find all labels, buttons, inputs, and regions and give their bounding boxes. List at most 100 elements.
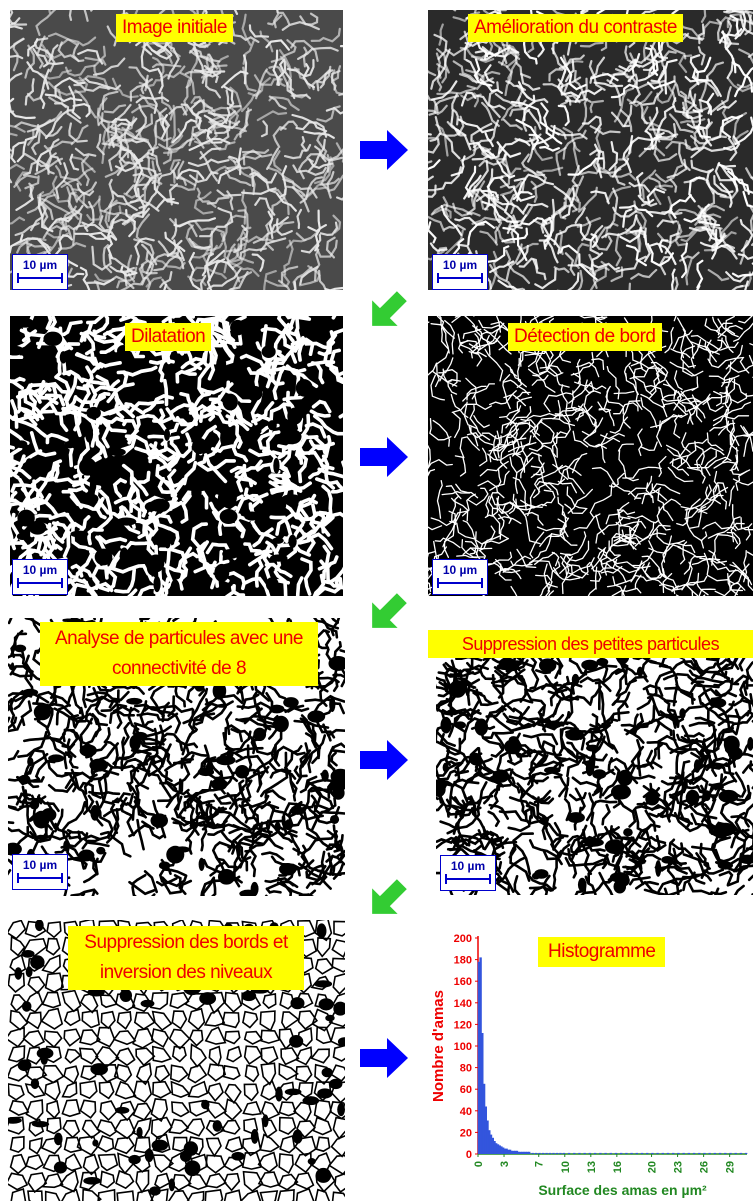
histogram-bar bbox=[661, 1152, 664, 1154]
scale-bar: 10 µm bbox=[12, 254, 68, 290]
panel-label: Suppression des bords et inversion des n… bbox=[68, 926, 304, 990]
histogram-bar bbox=[703, 1152, 706, 1154]
histogram-bar bbox=[620, 1152, 623, 1154]
y-tick-label: 60 bbox=[460, 1084, 472, 1096]
y-tick-label: 140 bbox=[454, 998, 472, 1010]
histogram-bar bbox=[545, 1152, 548, 1154]
y-tick-label: 80 bbox=[460, 1063, 472, 1075]
histogram-bar bbox=[489, 1134, 493, 1154]
histogram-bar bbox=[604, 1152, 607, 1154]
panel-initial-image: Image initiale 10 µm bbox=[10, 10, 343, 290]
histogram-bar bbox=[519, 1151, 522, 1154]
scale-bar: 10 µm bbox=[440, 855, 496, 891]
histogram-bar bbox=[484, 1106, 487, 1154]
histogram-bar bbox=[630, 1152, 633, 1154]
histogram-bar bbox=[508, 1149, 512, 1154]
histogram-bar bbox=[562, 1152, 566, 1154]
sem-texture bbox=[10, 10, 343, 290]
histogram-bar bbox=[609, 1152, 612, 1154]
histogram-bar bbox=[503, 1148, 507, 1154]
histogram-bar bbox=[656, 1152, 659, 1154]
histogram-bar bbox=[488, 1130, 491, 1154]
histogram-bar bbox=[552, 1152, 555, 1154]
histogram-bar bbox=[500, 1146, 503, 1154]
histogram-bar bbox=[531, 1152, 534, 1154]
panel-label: Détection de bord bbox=[508, 323, 662, 351]
histogram-bar bbox=[651, 1152, 654, 1154]
scale-bar: 10 µm bbox=[432, 559, 488, 595]
y-tick-label: 160 bbox=[454, 976, 472, 988]
x-tick-label: 7 bbox=[534, 1161, 546, 1167]
histogram-bar bbox=[583, 1152, 586, 1154]
y-tick-label: 180 bbox=[454, 955, 472, 967]
x-tick-label: 16 bbox=[612, 1161, 624, 1173]
y-tick-label: 40 bbox=[460, 1106, 472, 1118]
x-tick-label: 3 bbox=[499, 1161, 511, 1167]
histogram-bar bbox=[479, 957, 482, 1154]
panel-edge-detection: Détection de bord 10 µm bbox=[428, 316, 753, 596]
histogram-bar bbox=[666, 1152, 670, 1154]
histogram-bar bbox=[625, 1152, 628, 1154]
histogram-bar bbox=[496, 1144, 500, 1154]
histogram-bar bbox=[493, 1141, 496, 1154]
histogram-bar bbox=[541, 1152, 545, 1154]
panel-border-removal-inversion: Suppression des bords et inversion des n… bbox=[8, 920, 345, 1201]
y-tick-label: 120 bbox=[454, 1019, 472, 1031]
y-axis-title: Nombre d'amas bbox=[430, 990, 447, 1102]
histogram-bar bbox=[526, 1151, 529, 1154]
right-arrow-icon bbox=[360, 740, 408, 780]
histogram-bar bbox=[677, 1152, 680, 1154]
histogram-bar bbox=[739, 1152, 743, 1154]
panel-particle-analysis: Analyse de particules avec une connectiv… bbox=[8, 618, 345, 896]
histogram-bar bbox=[724, 1152, 727, 1154]
histogram-bar bbox=[744, 1152, 748, 1154]
x-tick-label: 10 bbox=[560, 1161, 572, 1173]
histogram-bar bbox=[614, 1152, 618, 1154]
histogram-bar bbox=[521, 1151, 524, 1154]
histogram-bar bbox=[635, 1152, 638, 1154]
histogram-bar bbox=[505, 1148, 508, 1154]
histogram-bar bbox=[482, 1083, 486, 1154]
histogram-bar bbox=[548, 1152, 552, 1154]
histogram-bar bbox=[555, 1152, 559, 1154]
histogram-bar bbox=[567, 1152, 571, 1154]
histogram-bar bbox=[729, 1152, 732, 1154]
scale-bar: 10 µm bbox=[12, 559, 68, 595]
panel-contrast-enhancement: Amélioration du contraste 10 µm bbox=[428, 10, 753, 290]
histogram-bar bbox=[502, 1147, 505, 1154]
panel-dilatation: Dilatation 10 µm bbox=[10, 316, 343, 596]
y-tick-label: 200 bbox=[454, 933, 472, 945]
histogram-bar bbox=[682, 1152, 685, 1154]
x-tick-label: 26 bbox=[699, 1161, 711, 1173]
histogram-bar bbox=[515, 1150, 519, 1154]
histogram-bar bbox=[708, 1152, 711, 1154]
histogram-bar bbox=[687, 1152, 691, 1154]
histogram-bar bbox=[593, 1152, 597, 1154]
histogram-title: Histogramme bbox=[538, 937, 666, 967]
panel-label: Image initiale bbox=[116, 14, 233, 42]
histogram-bar bbox=[538, 1152, 541, 1154]
histogram-bar bbox=[573, 1152, 576, 1154]
panel-label: Amélioration du contraste bbox=[468, 14, 683, 42]
histogram-bar bbox=[512, 1150, 515, 1154]
down-left-arrow-icon bbox=[372, 291, 407, 326]
histogram-bar bbox=[522, 1151, 526, 1154]
right-arrow-icon bbox=[360, 437, 408, 477]
x-tick-label: 29 bbox=[725, 1161, 737, 1173]
x-tick-label: 13 bbox=[586, 1161, 598, 1173]
sem-texture bbox=[428, 10, 753, 290]
right-arrow-icon bbox=[360, 130, 408, 170]
panel-small-particle-removal: 10 µm bbox=[436, 650, 753, 895]
histogram-bar bbox=[486, 1120, 489, 1154]
histogram-bar bbox=[692, 1152, 696, 1154]
histogram-bar bbox=[510, 1150, 513, 1154]
edge-texture bbox=[428, 316, 753, 596]
histogram-bar bbox=[517, 1151, 520, 1154]
panel-label: Suppression des petites particules bbox=[428, 630, 753, 658]
x-tick-label: 20 bbox=[647, 1161, 659, 1173]
x-tick-label: 0 bbox=[473, 1161, 485, 1167]
histogram-bar bbox=[477, 961, 481, 1154]
panel-label: Analyse de particules avec une connectiv… bbox=[40, 622, 318, 686]
histogram-bar bbox=[528, 1151, 531, 1154]
